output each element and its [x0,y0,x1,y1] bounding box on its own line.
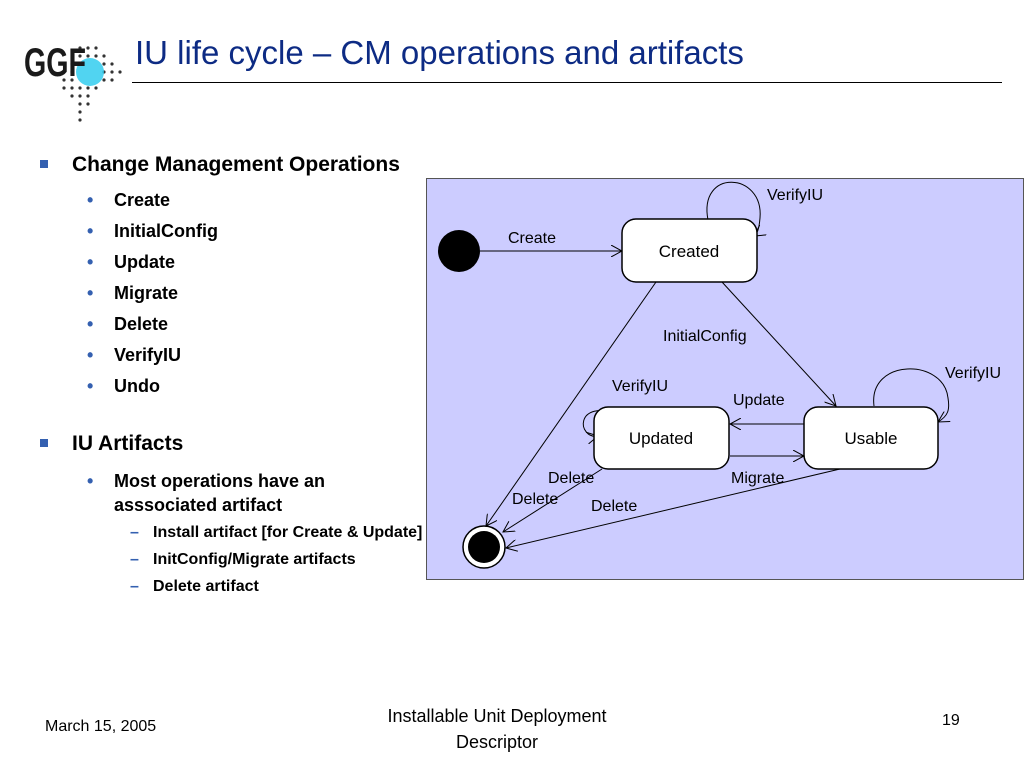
ggf-logo: GGF [24,41,122,122]
footer-date: March 15, 2005 [45,718,157,735]
square-bullet-icon [40,439,48,447]
delete-created-label: Delete [512,491,558,508]
section-heading-iu-artifacts: IU Artifacts [36,431,426,457]
dot-bullet-icon: • [87,471,94,491]
create-label: Create [508,230,556,247]
state-updated: Updated [593,406,730,470]
sub-list-item: –Install artifact [for Create & Update] [130,524,423,541]
dot-bullet-icon: • [87,345,94,365]
state-label: Updated [629,429,693,448]
delete-from-usable [506,468,841,548]
list-item: •Update [87,252,176,272]
logo-cyan-glow [76,58,104,86]
migrate-label: Migrate [731,470,784,487]
verify-usable-loop [873,368,949,422]
state-label: Created [659,242,719,261]
dot-bullet-icon: • [87,190,94,210]
dot-bullet-icon: • [87,314,94,334]
bullet-content: Change Management Operations •Create •In… [36,152,426,597]
delete-from-updated [503,468,603,532]
list-item: •Delete [87,314,169,334]
sub-list-item: –Delete artifact [130,578,259,595]
logo-text: GGF [24,41,86,85]
list-item: •Create [87,190,171,210]
dot-bullet-icon: • [87,283,94,303]
initial-state [438,230,480,272]
state-label: Usable [845,429,898,448]
dash-bullet-icon: – [130,578,139,595]
dot-bullet-icon: • [87,252,94,272]
verify-updated-label: VerifyIU [612,378,668,395]
state-usable: Usable [803,406,939,470]
update-label: Update [733,392,785,409]
page-number: 19 [942,712,960,729]
dot-bullet-icon: • [87,221,94,241]
delete-from-created [486,281,657,526]
section-heading-text: IU Artifacts [72,432,184,455]
list-item: •Most operations have an asssociated art… [87,471,326,515]
state-diagram: Created Updated Usable Create VerifyIU I… [426,178,1024,580]
final-state [462,525,506,569]
dash-bullet-icon: – [130,524,139,541]
dot-bullet-icon: • [87,376,94,396]
list-item: •VerifyIU [87,345,182,365]
state-created: Created [621,218,758,283]
delete-updated-label: Delete [548,470,594,487]
section-heading-cm-operations: Change Management Operations [36,152,426,178]
list-item: •InitialConfig [87,221,218,241]
sub-list-item: –InitConfig/Migrate artifacts [130,551,356,568]
delete-usable-label: Delete [591,498,637,515]
footer-title: Installable Unit Deployment Descriptor [387,706,607,752]
dash-bullet-icon: – [130,551,139,568]
square-bullet-icon [40,160,48,168]
title-divider [132,82,1002,83]
list-item: •Undo [87,376,160,396]
verify-created-label: VerifyIU [767,187,823,204]
initial-config-label: InitialConfig [663,328,747,345]
list-item: •Migrate [87,283,179,303]
section-heading-text: Change Management Operations [72,153,400,176]
verify-usable-label: VerifyIU [945,365,1001,382]
initial-config-transition [721,281,836,406]
slide-title: IU life cycle – CM operations and artifa… [135,34,744,71]
